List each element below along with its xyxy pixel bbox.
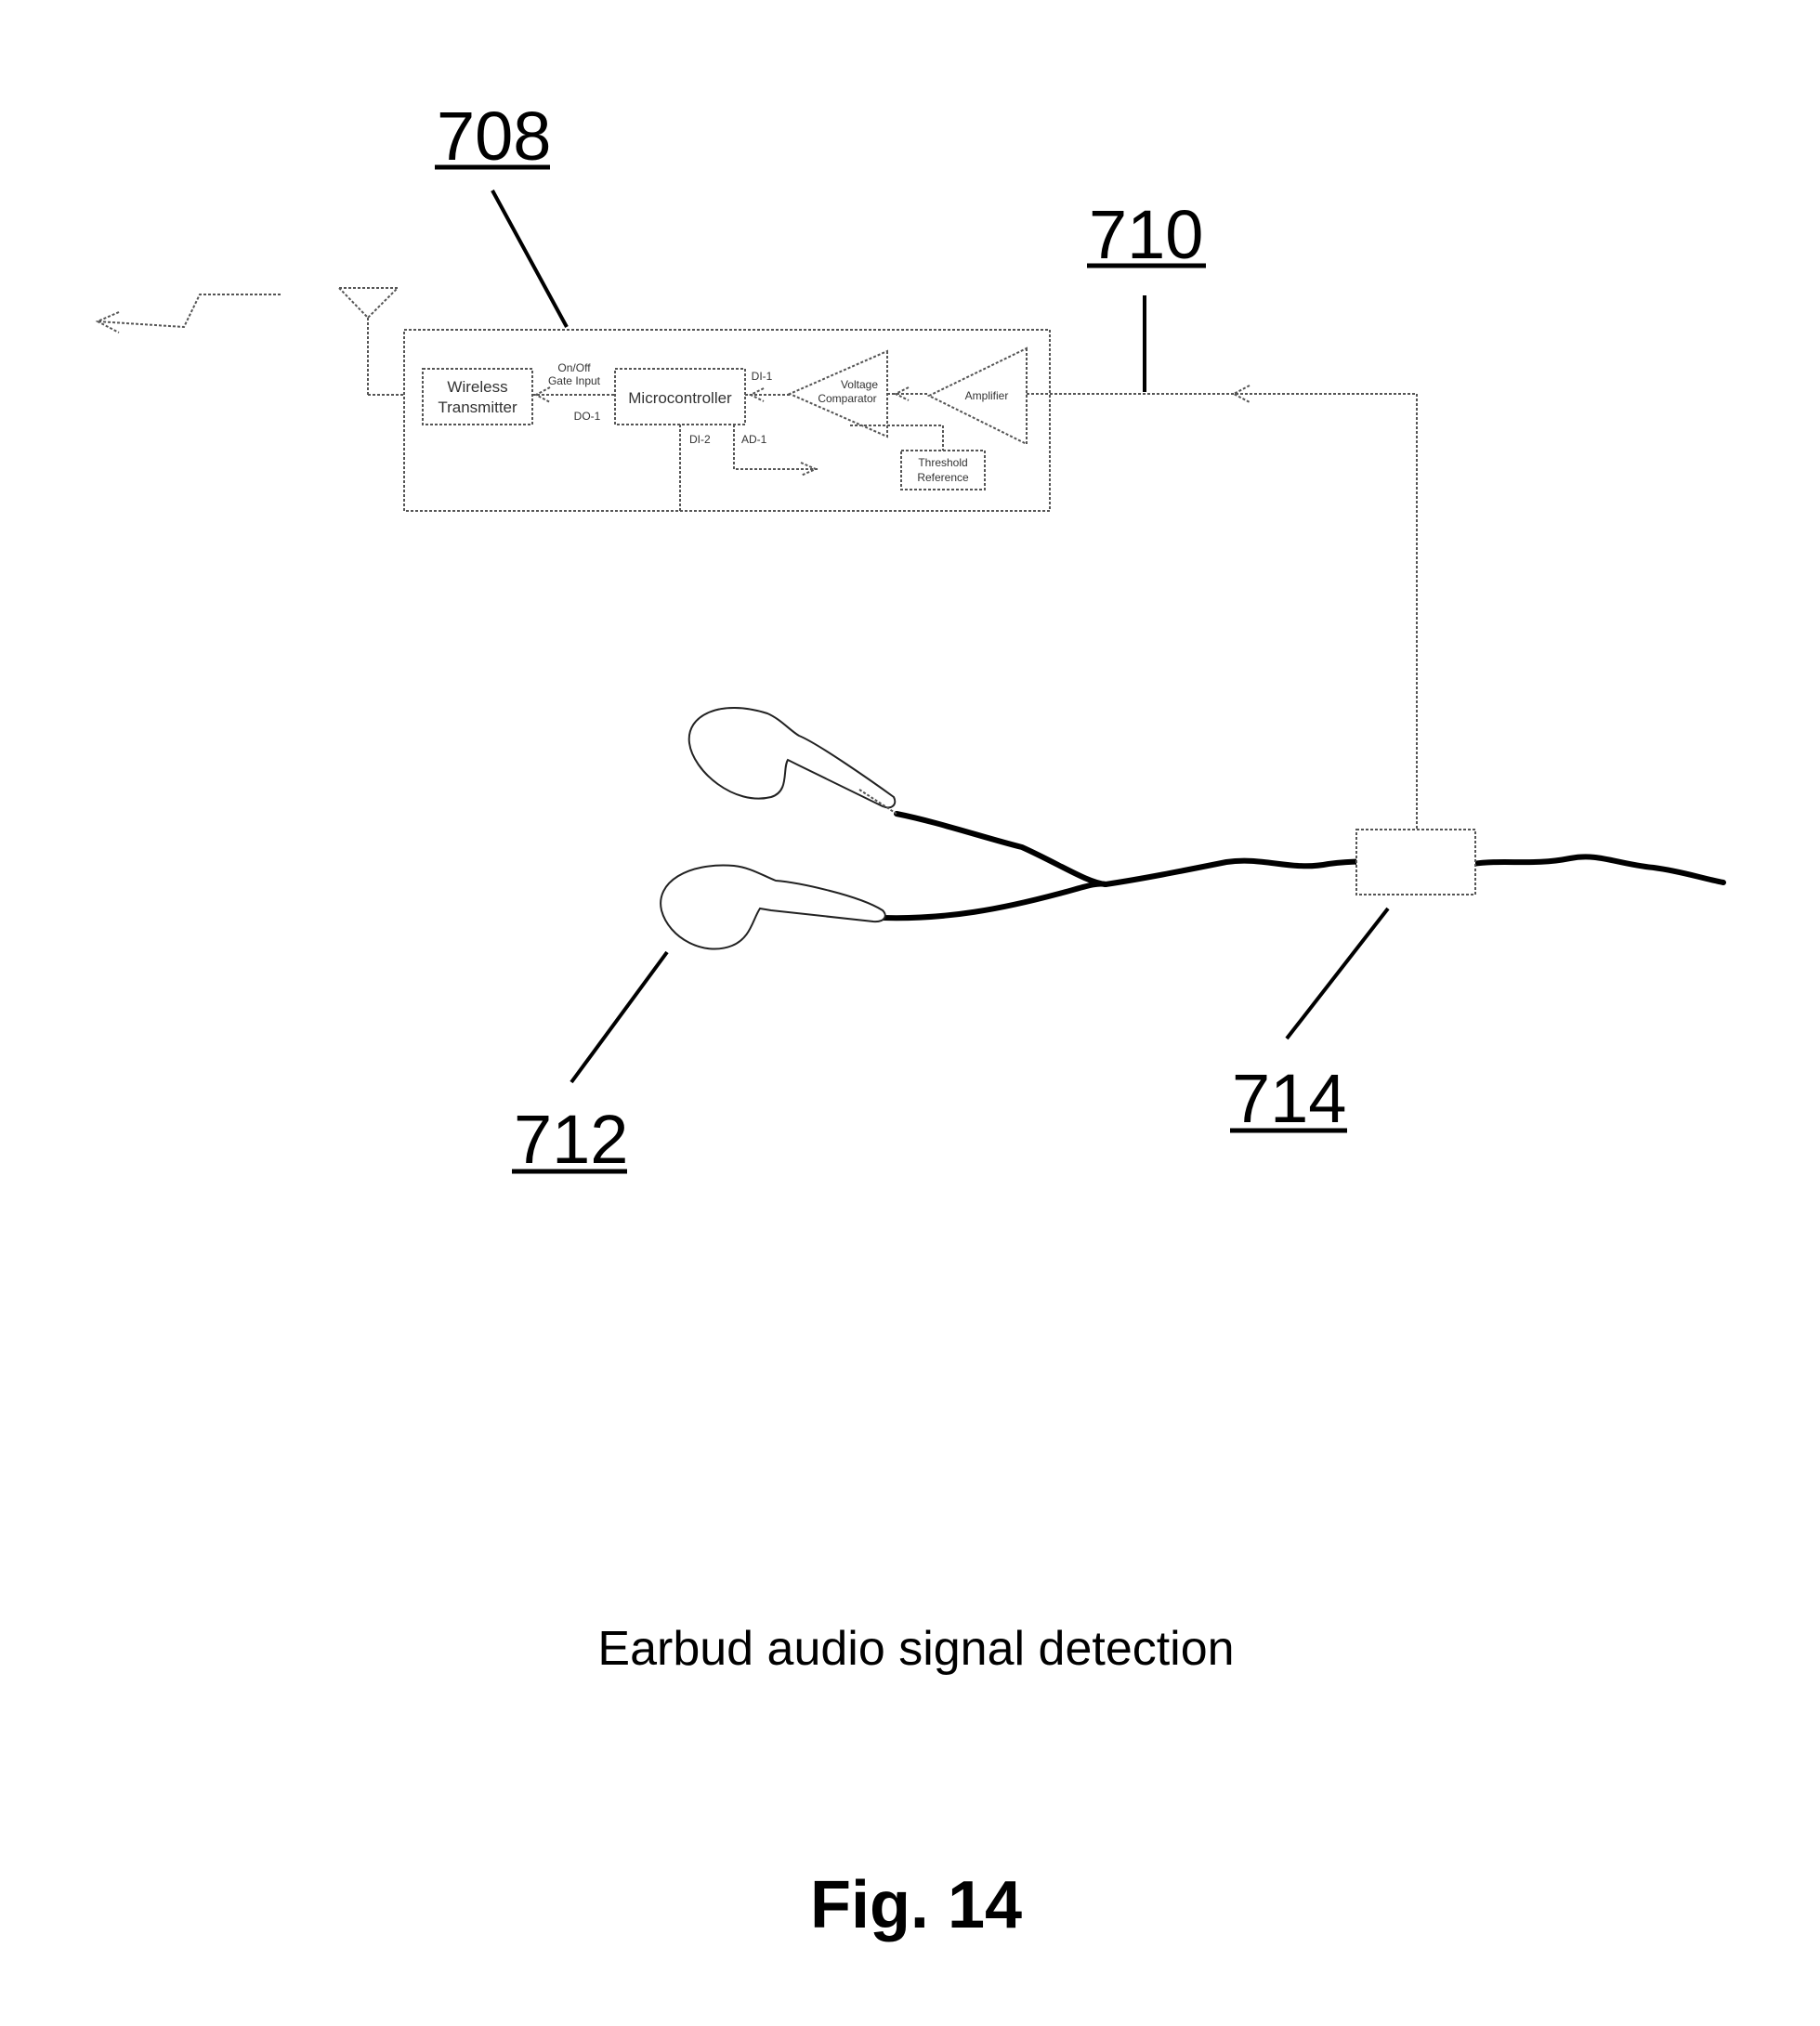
threshold-label-1: Threshold <box>918 456 967 469</box>
microcontroller-label: Microcontroller <box>628 389 732 407</box>
ref-label-708: 708 <box>437 98 551 175</box>
threshold-label-2: Reference <box>917 471 969 484</box>
wireless-transmitter-label-2: Transmitter <box>438 399 517 416</box>
gate-input-label: Gate Input <box>548 374 601 387</box>
main-cable-right <box>1473 856 1723 882</box>
figure-caption: Earbud audio signal detection <box>597 1622 1234 1676</box>
ref-label-714: 714 <box>1232 1060 1346 1137</box>
leader-line-712 <box>571 952 667 1082</box>
ad1-label: AD-1 <box>741 433 767 446</box>
wireless-signal-zigzag <box>98 294 281 327</box>
signal-tap-box-714 <box>1356 830 1475 895</box>
upper-earbud-cable <box>897 814 1106 884</box>
main-cable-left <box>1106 861 1368 884</box>
wireless-transmitter-block <box>423 369 532 425</box>
lower-earbud-cable <box>883 883 1106 918</box>
ref-label-710: 710 <box>1089 196 1203 273</box>
leader-line-708 <box>492 190 567 327</box>
figure-label: Fig. 14 <box>810 1868 1022 1942</box>
ref-label-712: 712 <box>514 1101 628 1178</box>
lower-earbud-icon <box>661 866 885 949</box>
voltage-comparator-label-1: Voltage <box>841 378 878 391</box>
antenna-icon <box>339 288 398 318</box>
wireless-transmitter-label-1: Wireless <box>447 378 507 396</box>
voltage-comparator-label-2: Comparator <box>818 392 876 405</box>
amplifier-label: Amplifier <box>965 389 1009 402</box>
di1-label: DI-1 <box>752 370 773 383</box>
di2-label: DI-2 <box>689 433 711 446</box>
leader-line-714 <box>1287 908 1388 1039</box>
on-off-label: On/Off <box>557 361 591 374</box>
do1-label: DO-1 <box>574 410 601 423</box>
